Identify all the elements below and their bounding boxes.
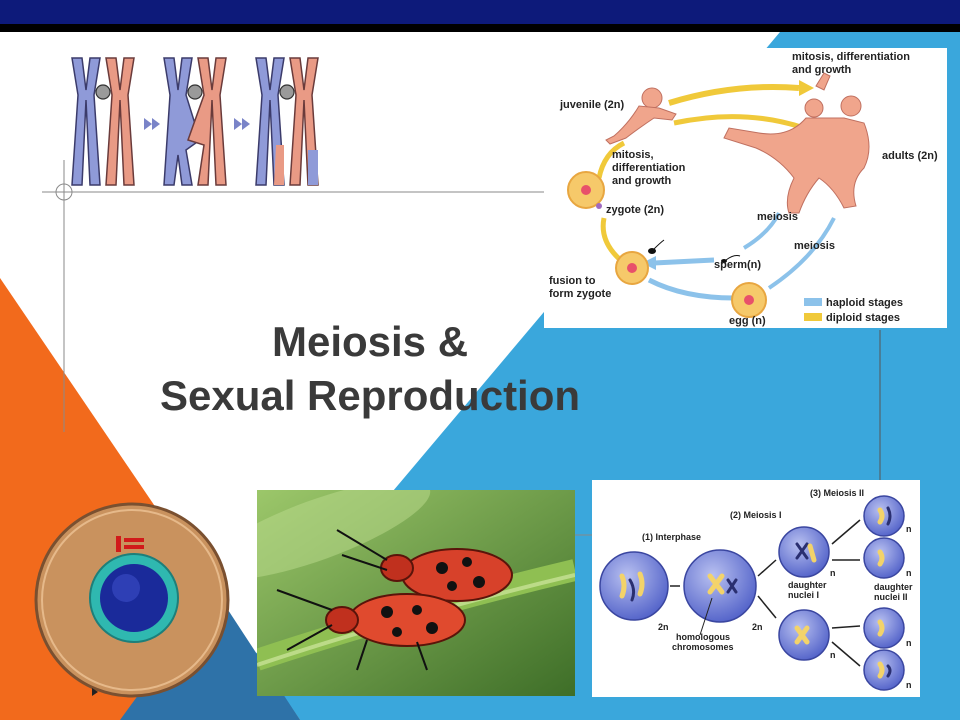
label-egg: egg (n) bbox=[729, 315, 766, 327]
label-sperm: sperm(n) bbox=[714, 259, 761, 271]
label-meiosis-a: meiosis bbox=[757, 211, 798, 223]
arrow-head bbox=[799, 80, 814, 96]
legend-diploid-swatch bbox=[804, 313, 822, 321]
legend-haploid-swatch bbox=[804, 298, 822, 306]
life-cycle-diagram: mitosis, differentiation and growth juve… bbox=[549, 51, 938, 327]
beetles-photo-art bbox=[257, 490, 575, 696]
label-2n-b: 2n bbox=[752, 622, 763, 632]
arrow-adult-to-sperm bbox=[742, 212, 781, 250]
fusion-cell bbox=[615, 251, 649, 285]
label-homologous: homologous chromosomes bbox=[672, 632, 734, 652]
label-meiosis-1: (2) Meiosis I bbox=[730, 510, 782, 520]
beetle-bottom bbox=[276, 589, 466, 671]
chromosome-crossover-illustration bbox=[71, 57, 319, 186]
arrow-juvenile-to-adults bbox=[668, 84, 800, 106]
label-n-4: n bbox=[906, 568, 912, 578]
slide-title: Meiosis & Sexual Reproduction bbox=[100, 315, 640, 423]
label-mitosis-top: mitosis, differentiation and growth bbox=[792, 51, 913, 76]
label-interphase: (1) Interphase bbox=[642, 532, 701, 542]
zygote-cell bbox=[567, 171, 605, 209]
legend-haploid: haploid stages bbox=[826, 297, 903, 309]
label-daughter-2: daughter nuclei II bbox=[874, 582, 915, 602]
chromosomes bbox=[619, 506, 892, 679]
arrow-egg-to-fusion bbox=[647, 277, 735, 301]
chromosome-pair-2 bbox=[163, 57, 227, 186]
juvenile-figure bbox=[605, 87, 677, 145]
egg-cell bbox=[731, 282, 767, 318]
label-n-1: n bbox=[830, 568, 836, 578]
slide-title-line-2: Sexual Reproduction bbox=[159, 372, 581, 419]
label-fusion: fusion to form zygote bbox=[549, 275, 611, 300]
sperm-cell bbox=[648, 239, 741, 263]
homologous-pointer bbox=[699, 597, 713, 636]
meiosis-diagram-panel: (1) Interphase (2) Meiosis I (3) Meiosis… bbox=[592, 480, 920, 697]
beetles-photo bbox=[257, 490, 575, 696]
label-meiosis-2: (3) Meiosis II bbox=[810, 488, 864, 498]
crosshair-circle bbox=[55, 183, 73, 201]
arrow-zygote-to-juvenile bbox=[596, 140, 626, 179]
legend-diploid: diploid stages bbox=[826, 312, 900, 324]
label-n-5: n bbox=[906, 638, 912, 648]
top-bar-stripe bbox=[0, 24, 960, 32]
chromosome-pair-3 bbox=[255, 57, 319, 186]
arrow-lower-yellow bbox=[673, 114, 805, 131]
label-zygote: zygote (2n) bbox=[606, 204, 664, 216]
meiosis-diagram: (1) Interphase (2) Meiosis I (3) Meiosis… bbox=[599, 488, 915, 691]
arrow-adult-to-egg bbox=[767, 217, 836, 290]
arrow-2 bbox=[234, 118, 250, 130]
label-2n-a: 2n bbox=[658, 622, 669, 632]
arrow-1 bbox=[144, 118, 160, 130]
label-adults: adults (2n) bbox=[882, 150, 938, 162]
label-n-6: n bbox=[906, 680, 912, 690]
life-cycle-panel: mitosis, differentiation and growth juve… bbox=[544, 48, 947, 328]
top-bar bbox=[0, 0, 960, 24]
label-n-2: n bbox=[830, 650, 836, 660]
label-daughter-1: daughter nuclei I bbox=[788, 580, 829, 600]
label-mitosis-left: mitosis, differentiation and growth bbox=[612, 149, 688, 187]
arrow-sperm-to-fusion bbox=[653, 257, 715, 266]
chromosome-pair-1 bbox=[71, 57, 135, 186]
beetle-top bbox=[336, 529, 513, 602]
arrow-head bbox=[642, 256, 656, 270]
cell-illustration bbox=[34, 502, 230, 698]
label-juvenile: juvenile (2n) bbox=[559, 99, 625, 111]
label-meiosis-b: meiosis bbox=[794, 240, 835, 252]
meiosis-arrows bbox=[670, 519, 861, 667]
slide-title-line-1: Meiosis & bbox=[271, 318, 469, 365]
adults-figure bbox=[723, 72, 870, 214]
label-n-3: n bbox=[906, 524, 912, 534]
